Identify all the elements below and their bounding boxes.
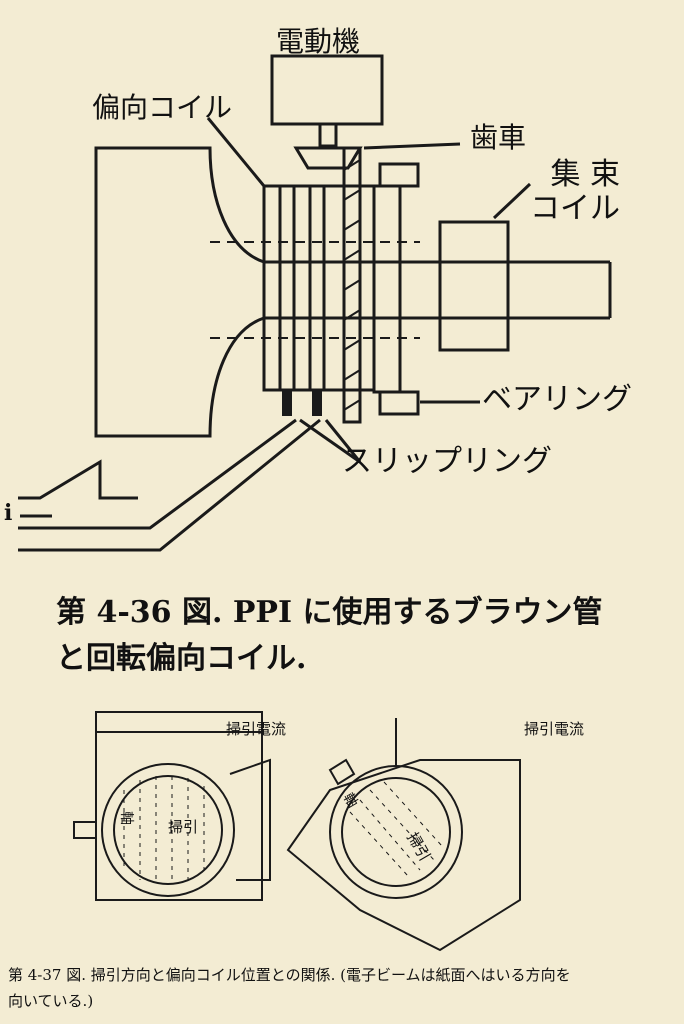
focus-coil-label-line1: 集 束 [550, 157, 620, 192]
figure-4-37-caption-line2: 向いている.) [8, 992, 94, 1010]
focus-coil-label: 集 束 コイル [530, 158, 620, 226]
deflection-coil-label: 偏向コイル [92, 91, 233, 124]
figure-4-37-caption: 第 4-37 図. 掃引方向と偏向コイル位置との関係. (電子ビームは紙面へはい… [8, 962, 571, 1014]
figure-4-36-caption-line2: と回転偏向コイル. [56, 641, 307, 676]
current-label: i [4, 500, 13, 526]
sweep-current-right-label: 掃引電流 [524, 720, 585, 738]
figure-4-36-diagram [18, 54, 612, 552]
sweep-left-label: 掃引 [168, 818, 199, 836]
gear-label: 歯車 [470, 121, 527, 154]
figure-4-36-caption-line1: 第 4-36 図. PPI に使用するブラウン管 [56, 595, 603, 630]
figure-4-36-caption: 第 4-36 図. PPI に使用するブラウン管 と回転偏向コイル. [56, 590, 602, 682]
slip-ring-label: スリップリング [342, 444, 552, 479]
motor-label: 電動機 [276, 25, 361, 58]
bearing-label: ベアリング [482, 382, 632, 417]
axis-left-label: 軸 [118, 811, 134, 825]
figure-4-37-caption-line1: 第 4-37 図. 掃引方向と偏向コイル位置との関係. (電子ビームは紙面へはい… [8, 966, 571, 984]
focus-coil-label-line2: コイル [530, 191, 620, 226]
sweep-current-left-label: 掃引電流 [226, 720, 287, 738]
